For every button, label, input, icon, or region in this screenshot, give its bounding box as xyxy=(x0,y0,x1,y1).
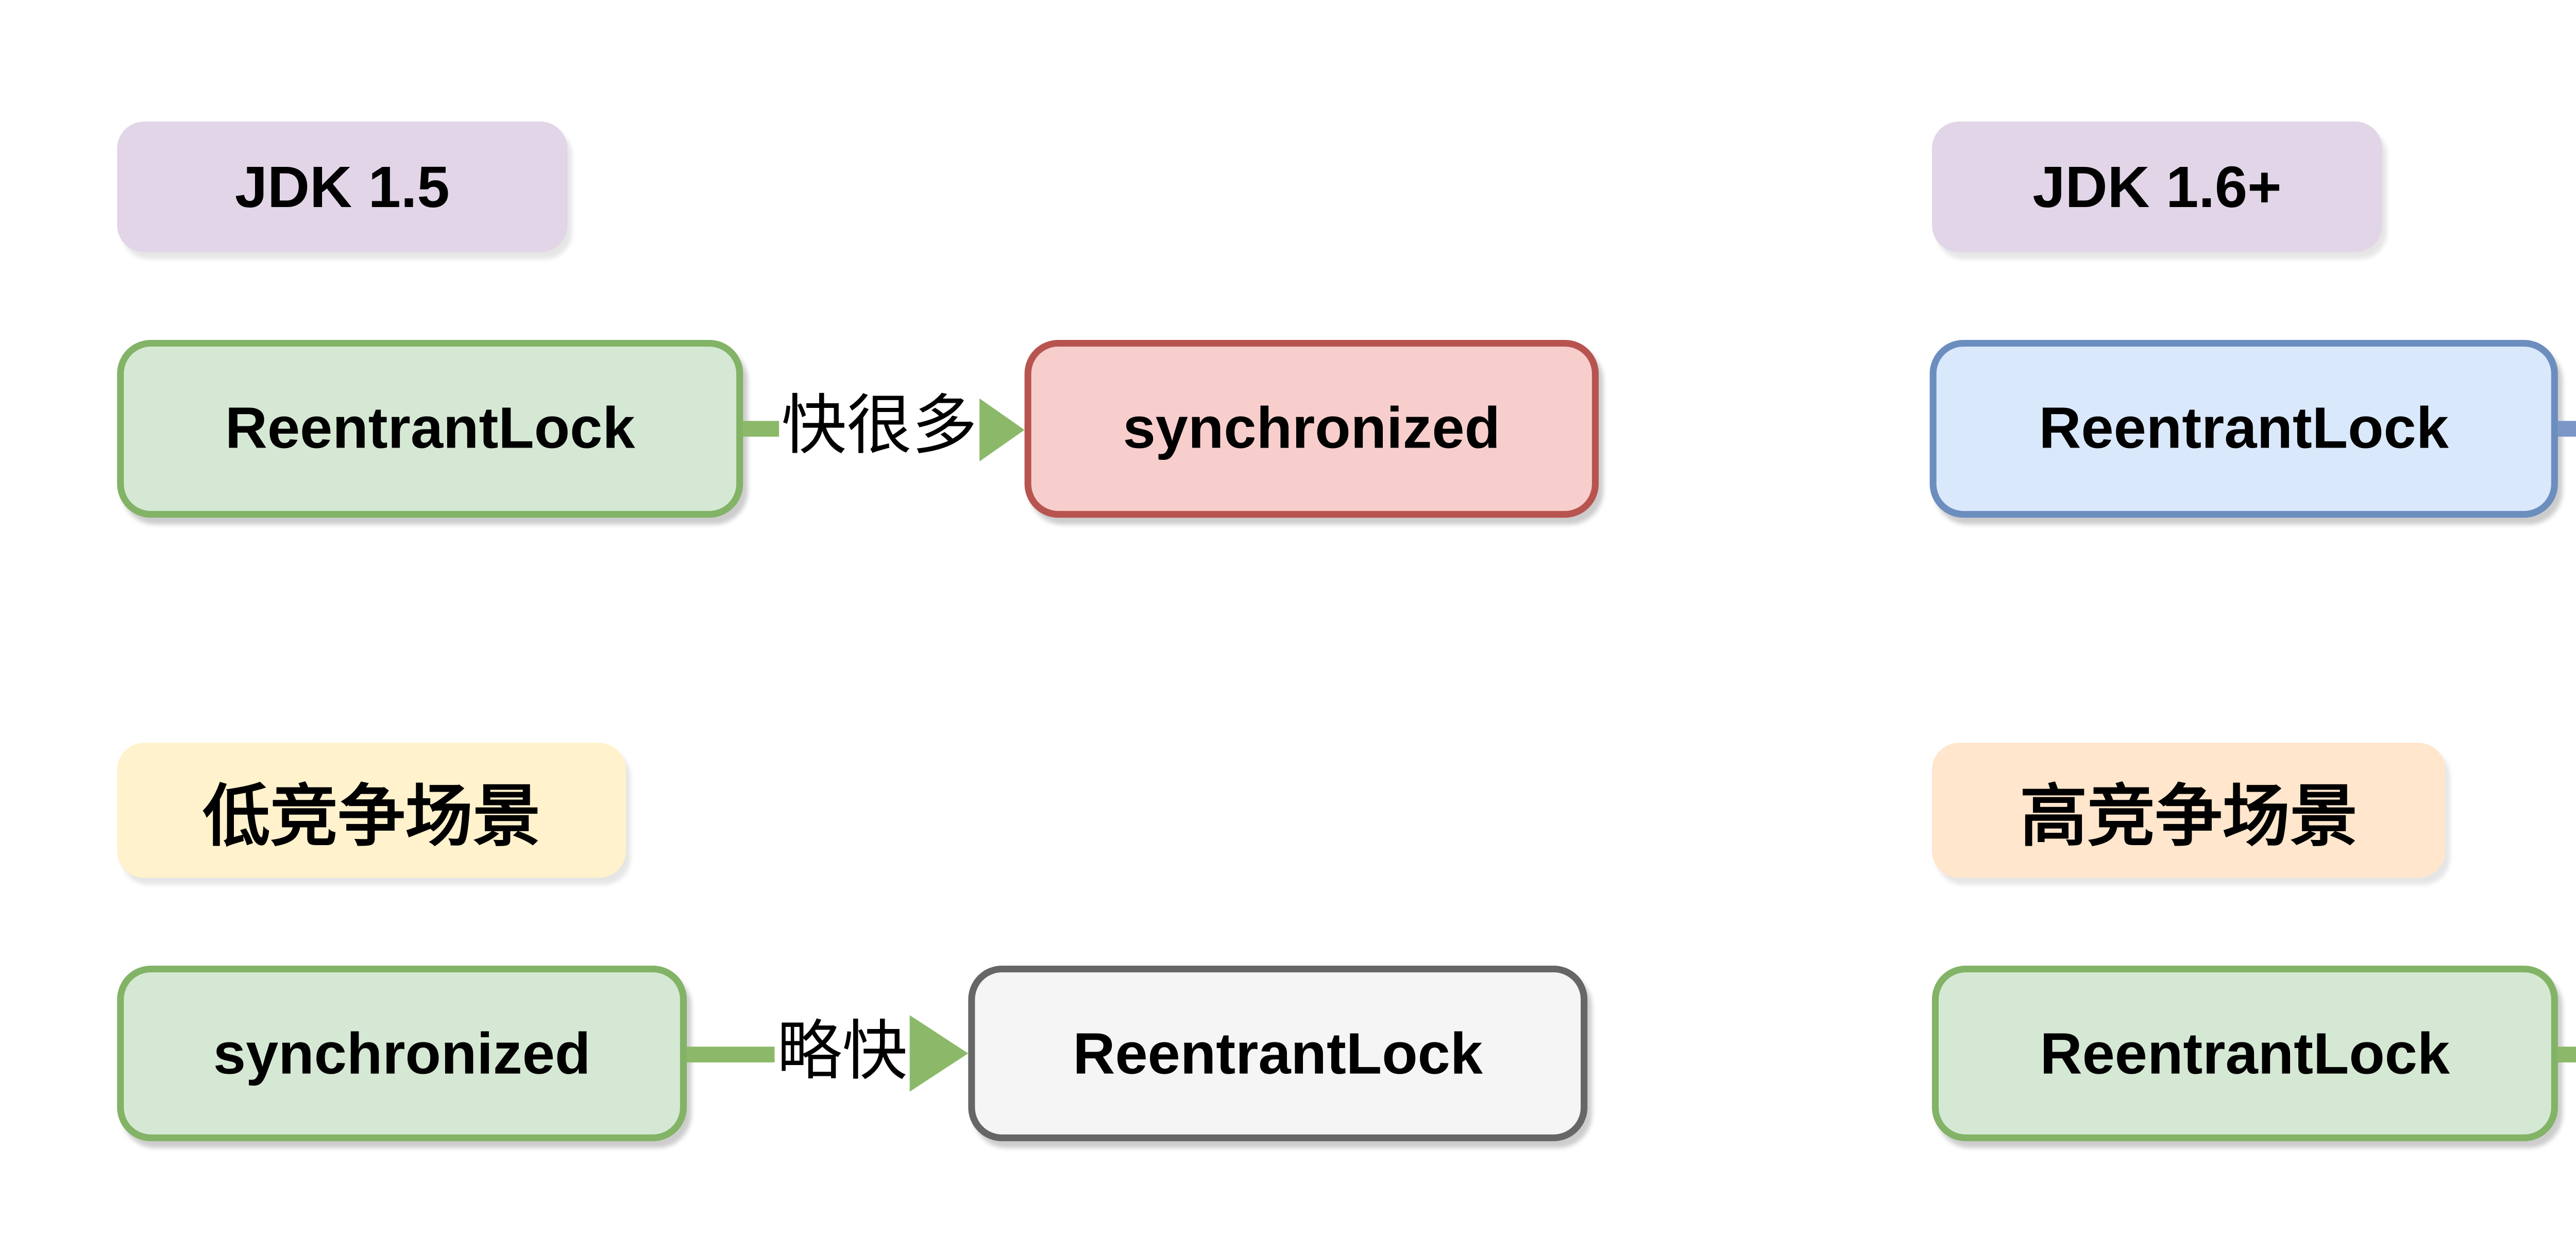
flow-low-contention: synchronized 略快 ReentrantLock xyxy=(117,965,1588,1141)
edge-much-faster: 快很多 xyxy=(743,340,1025,518)
node-synchronized: synchronized xyxy=(1024,339,1599,518)
header-high-contention: 高竞争场景 xyxy=(1931,743,2446,878)
edge-line xyxy=(687,1045,775,1061)
node-reentrantlock: ReentrantLock xyxy=(1929,339,2558,518)
header-jdk-1-5-label: JDK 1.5 xyxy=(234,152,450,220)
edge-slightly-faster-label: 略快 xyxy=(776,1016,908,1089)
node-reentrantlock: ReentrantLock xyxy=(117,339,743,518)
node-reentrantlock: ReentrantLock xyxy=(968,965,1588,1141)
node-label: ReentrantLock xyxy=(1073,1018,1483,1086)
header-low-contention: 低竞争场景 xyxy=(117,743,626,878)
edge-much-faster-label: 快很多 xyxy=(781,391,977,464)
node-label: ReentrantLock xyxy=(2039,393,2449,461)
arrow-right-icon xyxy=(979,397,1025,460)
header-low-contention-label: 低竞争场景 xyxy=(202,781,540,855)
header-jdk-1-5: JDK 1.5 xyxy=(117,122,568,252)
node-label: synchronized xyxy=(1123,393,1501,461)
header-jdk-1-6-plus-label: JDK 1.6+ xyxy=(2032,152,2282,220)
flow-high-contention: ReentrantLock 更可控 synchronized xyxy=(1931,965,2576,1141)
node-label: ReentrantLock xyxy=(2040,1018,2450,1086)
node-label: ReentrantLock xyxy=(225,393,635,461)
arrow-right-icon xyxy=(909,1015,969,1092)
node-synchronized: synchronized xyxy=(117,965,687,1141)
edge-line xyxy=(2557,1045,2576,1061)
edge-similar: 差不多 xyxy=(2557,340,2576,518)
edge-line xyxy=(743,421,779,437)
edge-slightly-faster: 略快 xyxy=(687,966,969,1141)
header-high-contention-label: 高竞争场景 xyxy=(2020,781,2358,855)
node-reentrantlock: ReentrantLock xyxy=(1931,965,2558,1141)
node-label: synchronized xyxy=(213,1018,591,1086)
header-jdk-1-6-plus: JDK 1.6+ xyxy=(1931,122,2382,252)
flow-jdk-1-5: ReentrantLock 快很多 synchronized xyxy=(117,339,1599,518)
flow-jdk-1-6-plus: ReentrantLock 差不多 synchronized xyxy=(1929,339,2576,518)
edge-line xyxy=(2557,421,2576,437)
edge-more-controllable: 更可控 xyxy=(2557,966,2576,1141)
